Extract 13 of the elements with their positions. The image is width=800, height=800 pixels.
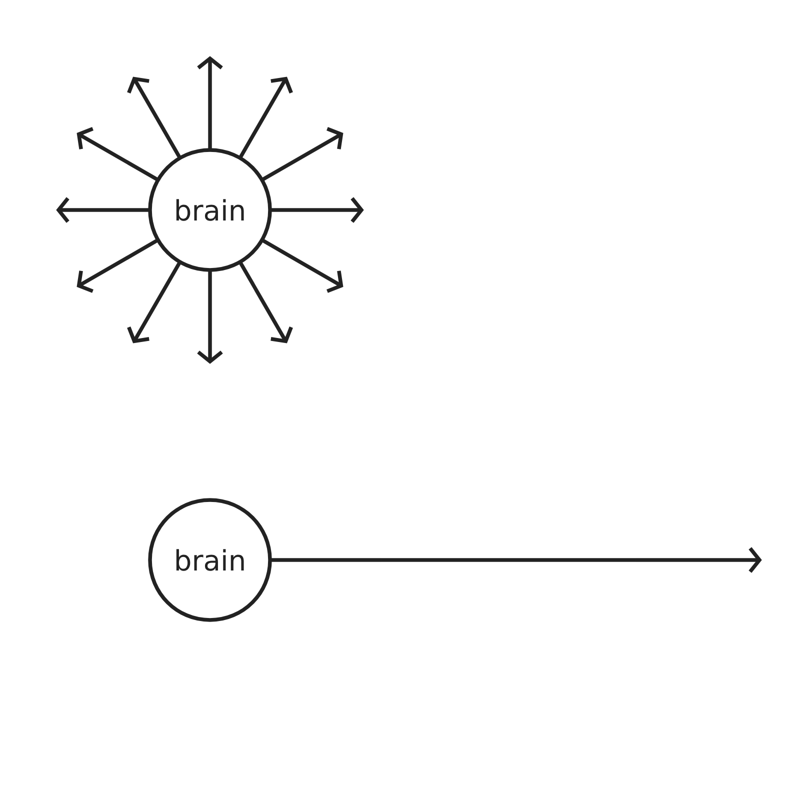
arrow	[270, 197, 364, 223]
arrow	[239, 76, 293, 158]
arrow	[127, 76, 181, 158]
arrow	[76, 239, 158, 293]
arrow	[239, 262, 293, 344]
arrow	[197, 56, 223, 150]
arrow	[127, 262, 181, 344]
arrow	[262, 239, 344, 293]
arrow	[76, 127, 158, 181]
arrow	[270, 547, 762, 573]
arrow	[262, 127, 344, 181]
arrow	[56, 197, 150, 223]
arrow	[197, 270, 223, 364]
